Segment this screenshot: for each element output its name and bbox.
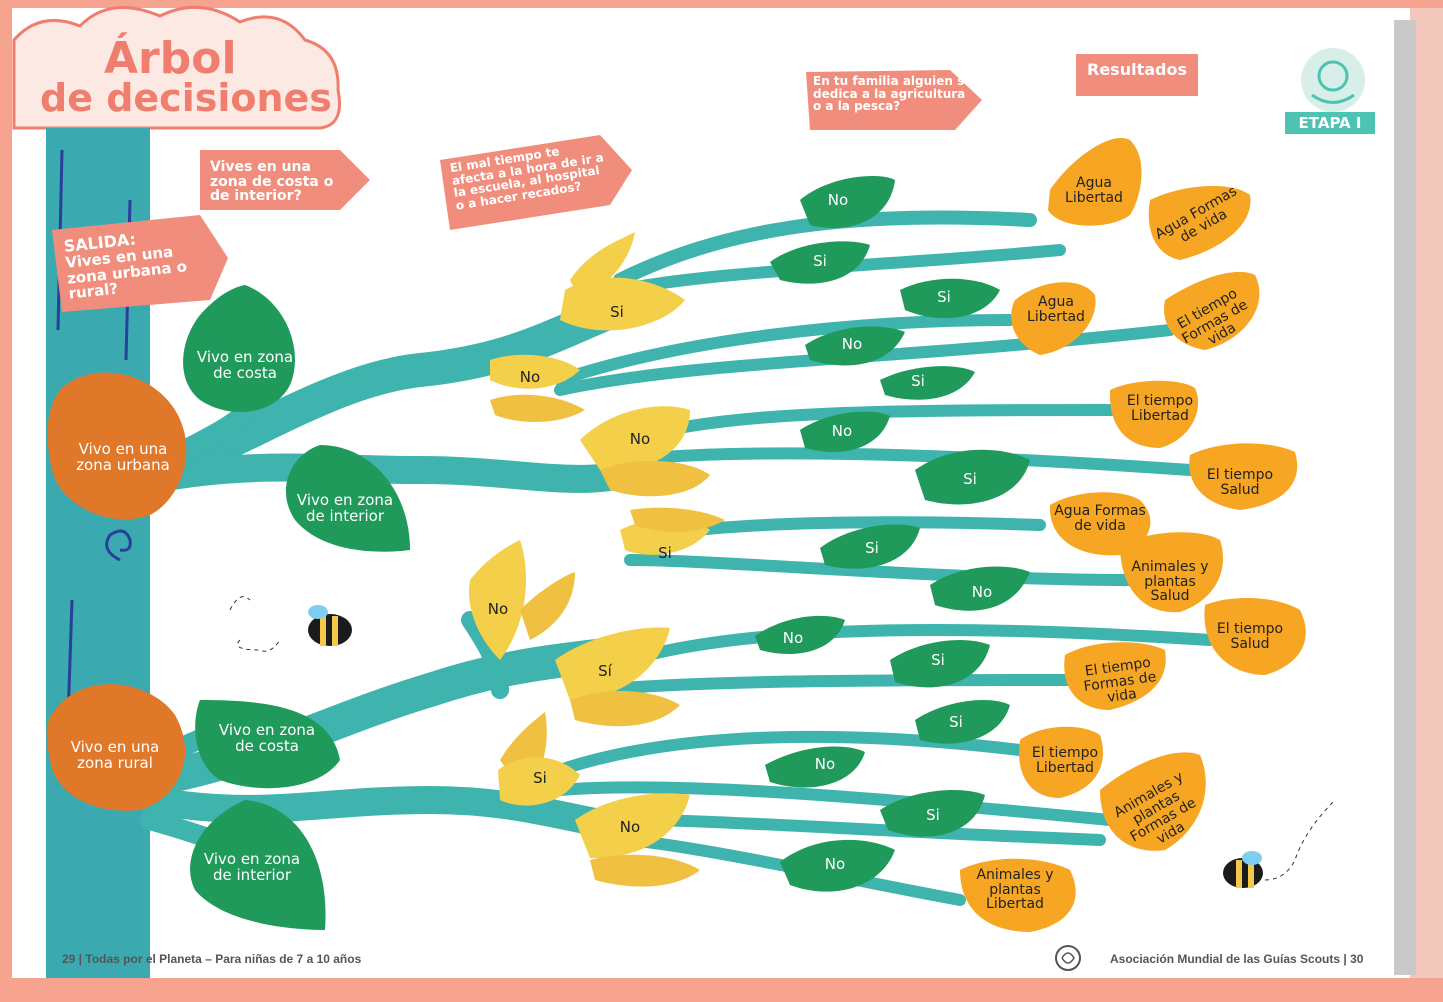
bee-icon-left (229, 596, 352, 652)
globe-icon (1317, 60, 1349, 92)
sign-q2: Vives en una zona de costa o de interior… (210, 159, 334, 205)
page-border-bottom (0, 978, 1443, 1002)
sign-q1: SALIDA: Vives en una zona urbana o rural… (63, 225, 199, 303)
trunk-swirl (105, 529, 132, 562)
urban-leaf-shape (47, 372, 187, 520)
globe-icon-bg (1301, 48, 1365, 112)
results-sign-shape (1076, 54, 1198, 96)
page-title: Árbol de decisiones (40, 33, 332, 120)
urban-coast-leaf-shape (183, 285, 295, 412)
urban-interior-leaf-shape (285, 445, 410, 552)
yellow-leaves (469, 232, 725, 887)
rural-interior-leaf-shape (190, 800, 326, 930)
title-line2: de decisiones (40, 75, 332, 120)
title-cloud (12, 5, 341, 130)
sign-q2-shape (200, 150, 370, 210)
sign-q4-shape (806, 70, 982, 130)
wagggs-logo (1055, 945, 1081, 971)
result-leaves (960, 138, 1306, 932)
footer-right: Asociación Mundial de las Guías Scouts |… (1110, 952, 1364, 966)
title-line1: Árbol (104, 33, 237, 84)
page-edge-shadow (1394, 20, 1416, 975)
sign-q3-shape (440, 135, 632, 230)
stage-badge: ETAPA I (1285, 112, 1375, 134)
footer-left: 29 | Todas por el Planeta – Para niñas d… (62, 952, 362, 966)
rural-leaf-shape (46, 684, 186, 811)
sign-q1-shape (52, 215, 228, 312)
results-sign: Resultados (1087, 60, 1187, 79)
green-leaves (755, 176, 1030, 892)
rural-coast-leaf-shape (195, 700, 340, 789)
sign-q4: En tu familia alguien se dedica a la agr… (813, 74, 973, 114)
bee-icon-right (1223, 799, 1336, 888)
